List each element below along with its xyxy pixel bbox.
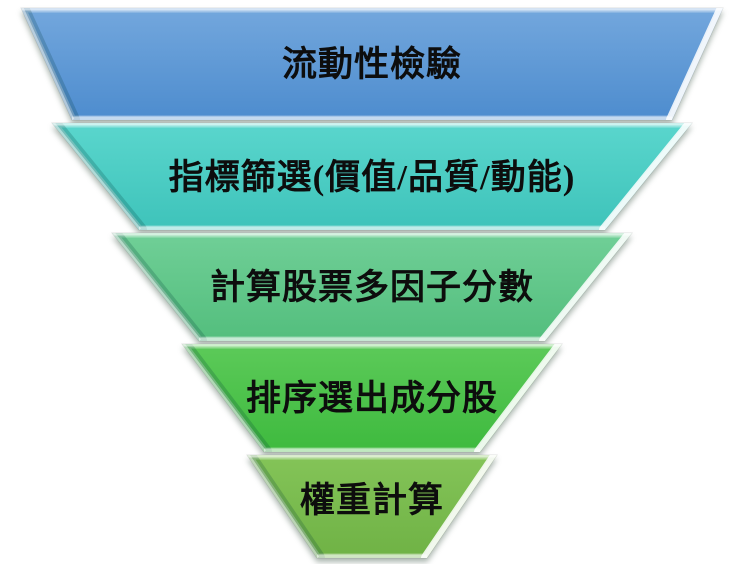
funnel-level-2: 指標篩選(價值/品質/動能) [50,122,694,231]
funnel-level-1: 流動性檢驗 [20,7,724,121]
funnel-level-1-label: 流動性檢驗 [282,44,462,84]
funnel-level-4-label: 排序選出成分股 [246,379,498,418]
funnel-level-2-label: 指標篩選(價值/品質/動能) [169,158,576,197]
funnel-level-5-label: 權重計算 [300,481,444,520]
funnel-level-5: 權重計算 [246,454,498,559]
funnel-level-3-bevel [112,233,632,341]
funnel-level-3-label: 計算股票多因子分數 [210,268,534,307]
funnel-level-4: 排序選出成分股 [180,343,564,453]
funnel-level-3: 計算股票多因子分數 [110,232,634,342]
